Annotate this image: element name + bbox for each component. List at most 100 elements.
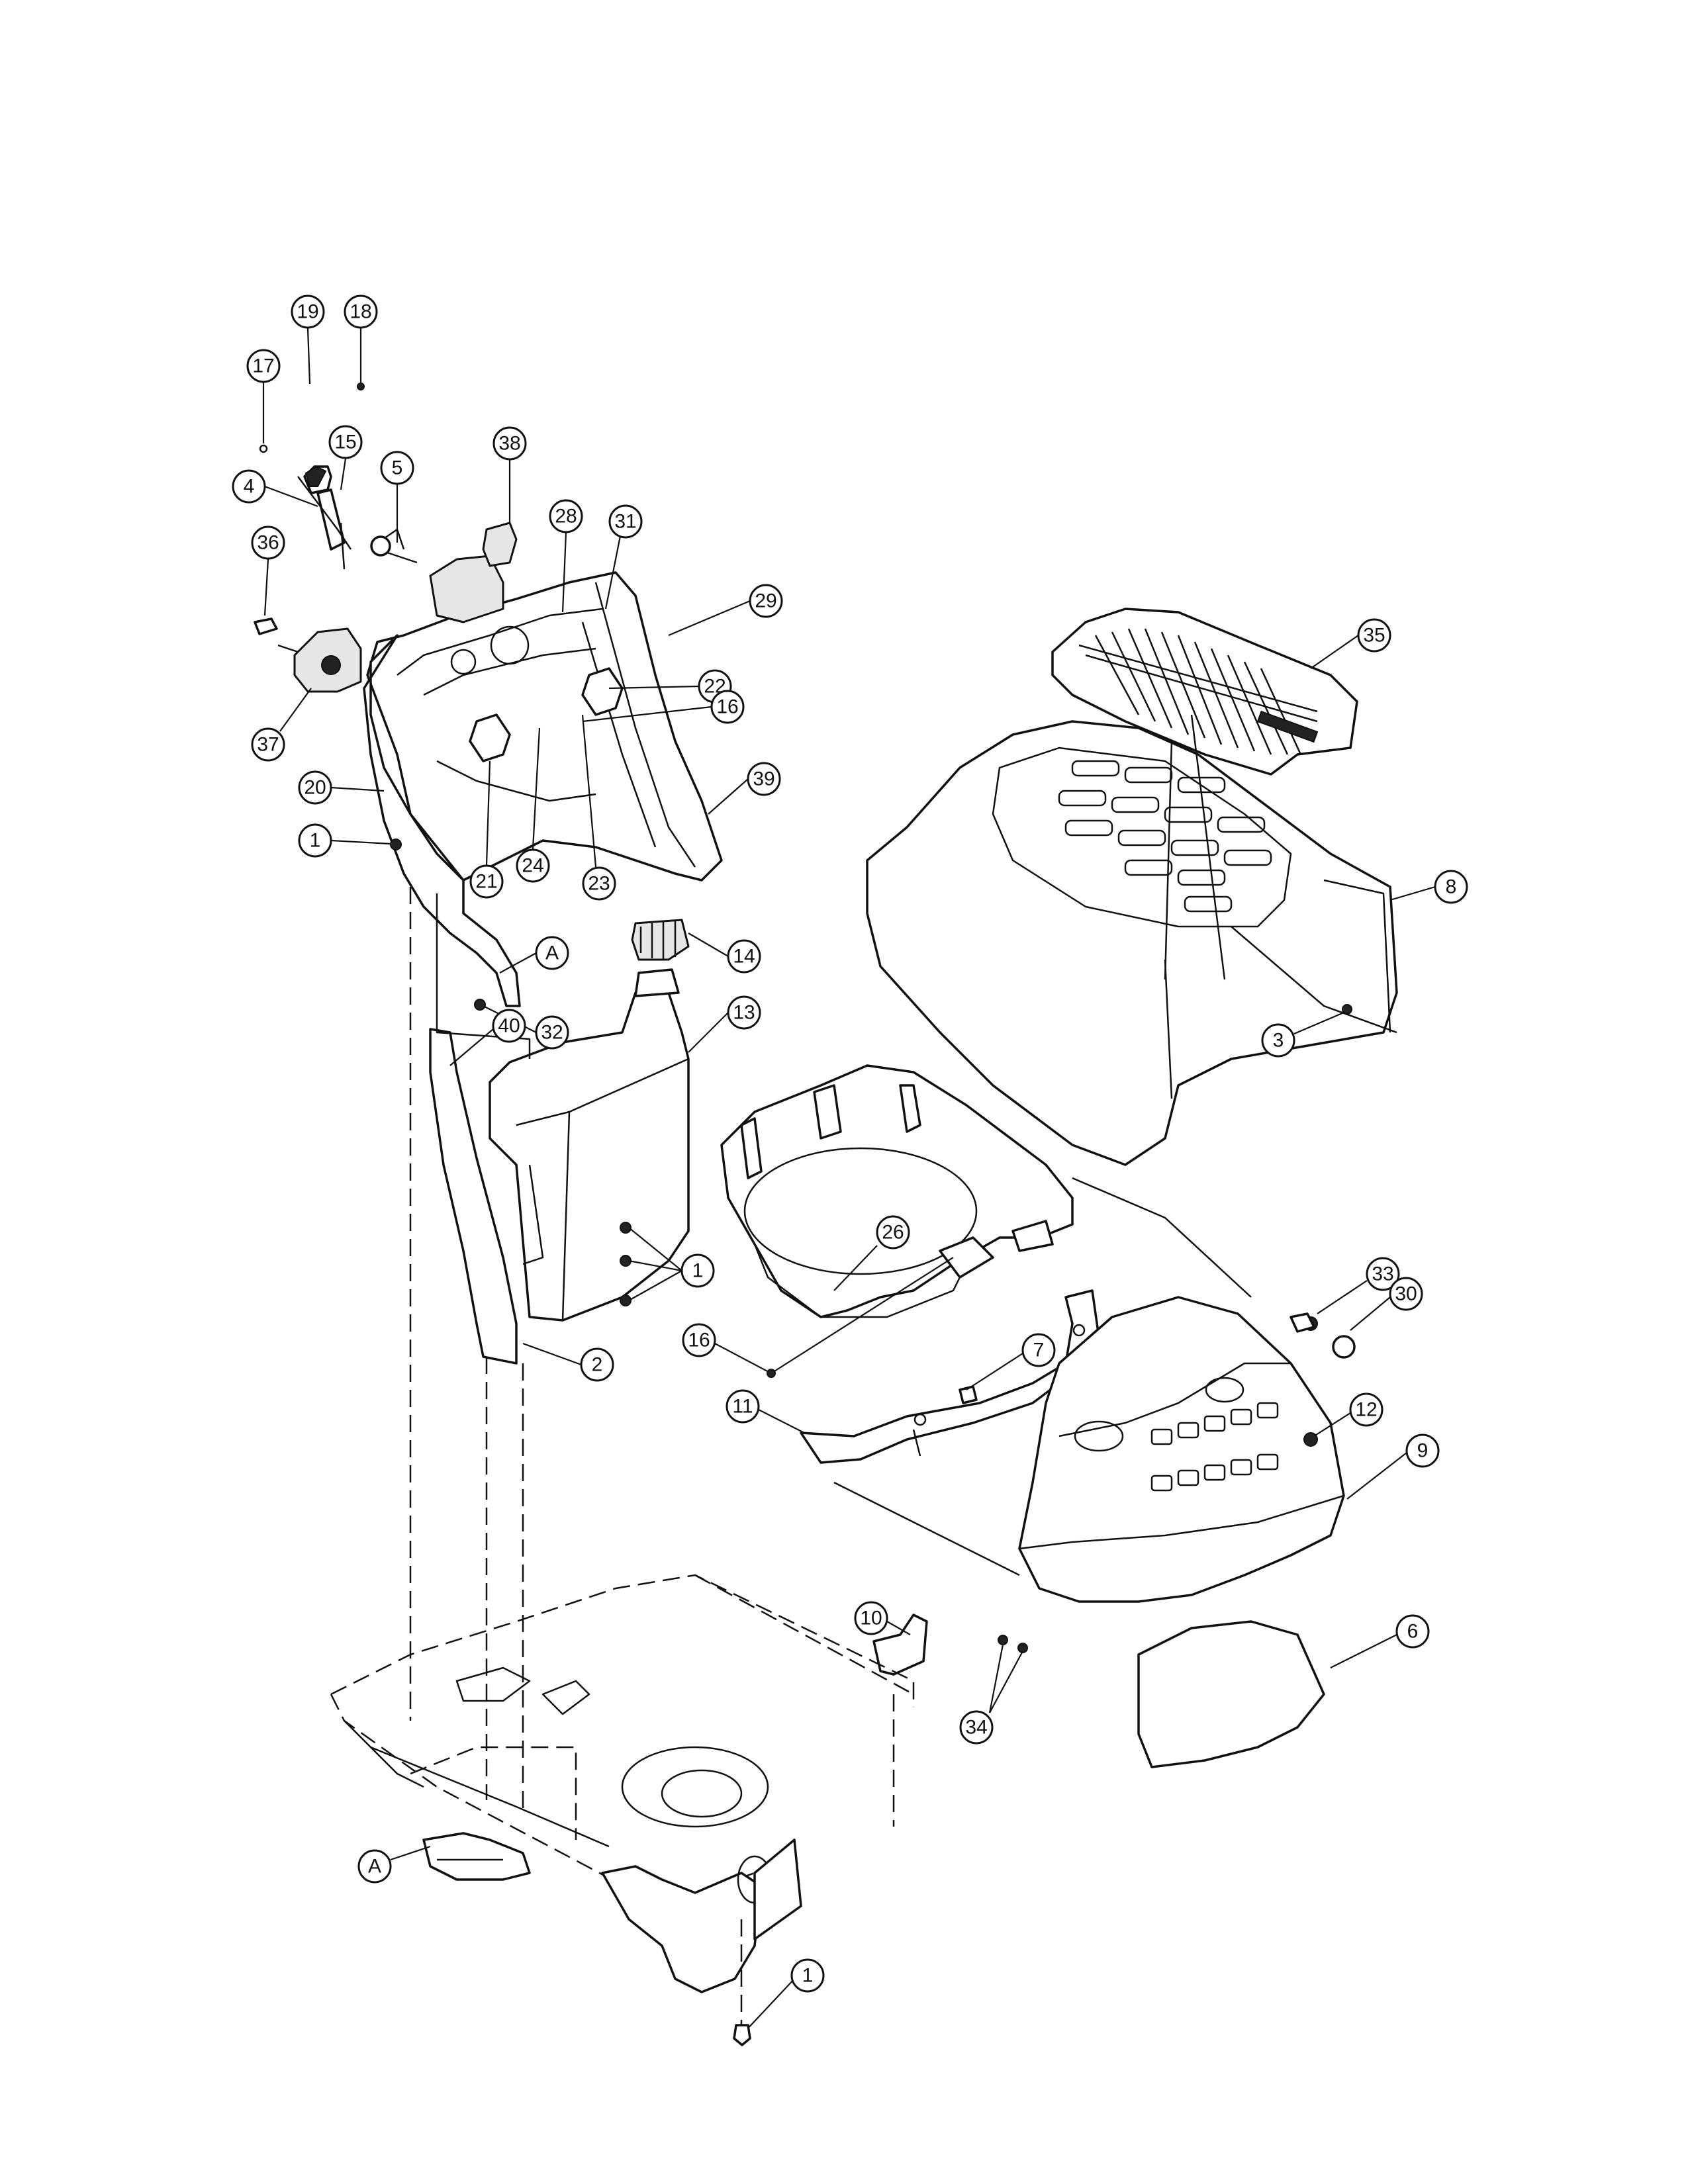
callout-label: 36: [257, 532, 279, 554]
callout-label: 31: [614, 511, 636, 533]
frame-chassis-part: [330, 1574, 915, 1993]
callout-9: 9: [1346, 1433, 1440, 1500]
callout-label: 26: [882, 1222, 904, 1244]
callout-label: 2: [592, 1354, 603, 1376]
callout-29: 29: [668, 584, 783, 637]
callout-5: 5: [380, 451, 414, 543]
tank-bracket-part: [429, 1028, 544, 1365]
callout-label: 15: [334, 432, 356, 453]
fuel-tank-part: [489, 919, 690, 1322]
callout-label: 1: [692, 1260, 704, 1282]
dash-side-support-part: [363, 634, 521, 1007]
callout-17: 17: [246, 349, 281, 443]
bracket-part: [482, 522, 518, 567]
callout-38: 38: [492, 426, 527, 523]
hood-part: [866, 720, 1398, 1166]
callout-37: 37: [251, 688, 312, 762]
screws-part: [998, 1635, 1028, 1653]
callout-6: 6: [1330, 1614, 1430, 1668]
callout-label: 1: [802, 1965, 814, 1987]
callout-40: 40: [449, 1009, 526, 1066]
callout-1b: 1: [620, 1222, 715, 1306]
callout-16b: 16: [682, 1257, 954, 1378]
callout-13: 13: [688, 995, 761, 1053]
callout-label: 4: [244, 476, 255, 498]
callout-33: 33: [1317, 1257, 1400, 1314]
callout-label: 34: [965, 1717, 987, 1739]
callout-4: 4: [232, 469, 318, 508]
callout-label: 21: [475, 871, 497, 893]
front-bracket-part: [800, 1289, 1100, 1464]
callout-2: 2: [522, 1342, 614, 1382]
callout-7: 7: [966, 1333, 1056, 1390]
callout-label: A: [368, 1856, 381, 1878]
callout-label: 12: [1355, 1399, 1377, 1421]
callout-label: 7: [1033, 1340, 1045, 1361]
dash-panel-part: [366, 555, 723, 882]
callout-label: 3: [1273, 1030, 1284, 1052]
callout-16a: 16: [582, 690, 745, 724]
callout-21: 21: [469, 760, 504, 899]
callout-label: 35: [1363, 625, 1385, 647]
callout-label: 14: [733, 946, 755, 968]
callout-label: 16: [688, 1330, 710, 1351]
callout-30: 30: [1332, 1277, 1423, 1359]
callout-1c: 1: [733, 1958, 825, 2046]
screw-part: [370, 535, 418, 564]
callout-label: 6: [1407, 1621, 1419, 1643]
callout-10: 10: [854, 1601, 911, 1635]
callout-26: 26: [833, 1215, 910, 1291]
callout-label: 9: [1417, 1440, 1429, 1462]
callout-20: 20: [298, 770, 385, 805]
callout-28: 28: [549, 499, 583, 613]
callout-1a: 1: [298, 823, 402, 858]
callout-label: 39: [753, 768, 774, 790]
callout-label: 1: [310, 830, 321, 852]
fender-tray-part: [720, 1064, 1074, 1318]
callout-label: 8: [1446, 876, 1457, 898]
callout-11: 11: [726, 1389, 805, 1433]
callout-label: 33: [1372, 1263, 1393, 1285]
callout-39: 39: [708, 762, 781, 815]
callout-14: 14: [688, 933, 761, 974]
grille-insert-part: [1051, 608, 1358, 776]
callout-36: 36: [251, 525, 285, 616]
callout-label: 40: [498, 1015, 520, 1037]
callout-label: 19: [297, 301, 318, 323]
callout-label: 16: [716, 696, 738, 718]
callout-19: 19: [291, 295, 325, 385]
callout-label: 13: [733, 1002, 755, 1024]
callout-label: A: [545, 942, 559, 964]
callout-label: 38: [498, 433, 520, 455]
callout-23: 23: [581, 714, 616, 901]
small-bracket-part: [872, 1614, 928, 1676]
callout-3: 3: [1261, 1004, 1352, 1058]
callout-label: 17: [252, 355, 274, 377]
throttle-lever-part: [259, 383, 405, 570]
callout-24: 24: [516, 727, 550, 883]
callout-label: 20: [304, 777, 326, 799]
callout-34: 34: [959, 1644, 1023, 1745]
callout-label: 28: [555, 506, 577, 527]
bumper-lens-part: [1137, 1620, 1325, 1768]
callout-label: 23: [588, 873, 610, 895]
assembly-lines: [409, 714, 1252, 2025]
callout-18: 18: [344, 295, 378, 384]
callout-15: 15: [328, 425, 363, 490]
nose-grille-part: [1018, 1296, 1345, 1603]
callout-label: 29: [755, 590, 776, 612]
callout-circle: [291, 295, 325, 329]
callout-label: 30: [1395, 1283, 1417, 1305]
callout-label: 10: [860, 1608, 882, 1629]
callout-35: 35: [1310, 618, 1391, 669]
callout-8: 8: [1389, 870, 1468, 904]
callout-12: 12: [1303, 1392, 1383, 1447]
callout-label: 24: [522, 855, 543, 877]
callout-31: 31: [604, 504, 643, 610]
callout-A-bottom: A: [357, 1845, 431, 1884]
callout-label: 37: [257, 734, 279, 756]
callout-label: 18: [350, 301, 371, 323]
callout-label: 5: [392, 457, 403, 479]
